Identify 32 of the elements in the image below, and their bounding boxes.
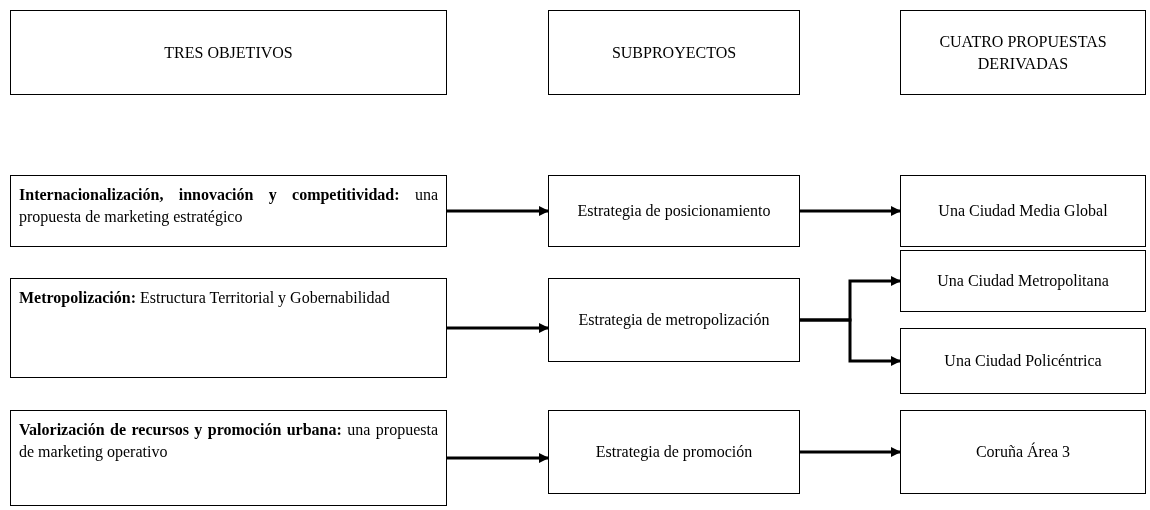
arrow	[447, 453, 549, 463]
process-box	[548, 175, 800, 247]
box-text: Internacionalización, innovación y competitividad: una propuesta de marketing estratégico	[19, 185, 438, 228]
arrow	[800, 447, 901, 457]
process-box	[548, 278, 800, 362]
process-box	[900, 410, 1146, 494]
box-text: Estrategia de posicionamiento	[577, 201, 771, 222]
process-box	[900, 175, 1146, 247]
objective-box	[10, 410, 447, 506]
header-box	[10, 10, 447, 95]
arrow	[800, 318, 901, 366]
box-text: Metropolización: Estructura Territorial y Gobernabilidad	[19, 288, 391, 309]
box-text: Una Ciudad Policéntrica	[944, 351, 1102, 372]
arrow	[447, 323, 549, 333]
objective-box	[10, 278, 447, 378]
process-box	[548, 410, 800, 494]
header-box	[548, 10, 800, 95]
box-text: Una Ciudad Media Global	[938, 201, 1108, 222]
process-box	[900, 250, 1146, 312]
box-text: SUBPROYECTOS	[611, 42, 737, 63]
arrow	[447, 206, 549, 216]
box-text: TRES OBJETIVOS	[164, 42, 293, 63]
process-box	[900, 328, 1146, 394]
arrow	[800, 206, 901, 216]
box-text: Una Ciudad Metropolitana	[937, 271, 1109, 292]
box-text: Valorización de recursos y promoción urbana: una propuesta de marketing operativo	[19, 420, 438, 463]
box-text: Estrategia de promoción	[595, 442, 753, 463]
box-text: Coruña Área 3	[975, 441, 1071, 463]
header-box	[900, 10, 1146, 95]
box-text: Estrategia de metropolización	[578, 310, 770, 331]
objective-box	[10, 175, 447, 247]
box-text: CUATRO PROPUESTAS DERIVADAS	[938, 31, 1108, 74]
